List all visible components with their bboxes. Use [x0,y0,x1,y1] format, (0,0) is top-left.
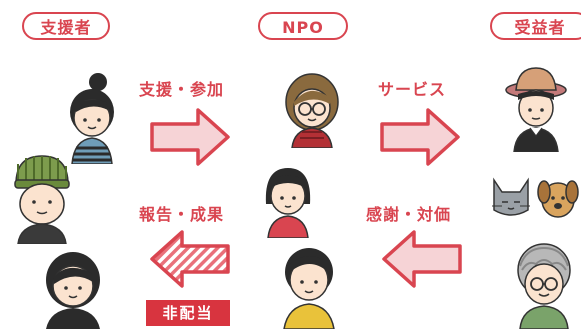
left-arrow-icon [382,230,462,288]
non-distribution-label: 非配当 [162,304,214,322]
flow-label-report: 報告・成果 [139,205,225,224]
supporter-person-beanie-icon [14,155,70,244]
non-distribution-badge: 非配当 [146,300,230,326]
beneficiary-dog-icon [537,180,579,218]
supporter-person-dark-hair-icon [46,252,100,329]
npo-person-short-hair-icon [283,248,335,329]
npo-header: NPO [258,12,348,40]
right-arrow-icon [380,108,460,166]
npo-header-label: NPO [282,18,324,37]
beneficiaries-header: 受益者 [490,12,581,40]
npo-person-glasses-icon [285,73,339,148]
supporters-header-label: 支援者 [40,18,92,37]
supporter-person-bun-icon [70,73,114,164]
beneficiary-elder-icon [517,243,571,329]
flow-label-support: 支援・参加 [139,80,225,99]
beneficiaries-header-label: 受益者 [514,18,566,37]
flow-label-gratitude: 感謝・対価 [366,205,452,224]
beneficiary-cat-icon [492,177,530,216]
right-arrow-icon [150,108,230,166]
supporters-header: 支援者 [22,12,110,40]
npo-person-bob-icon [265,168,311,238]
beneficiary-girl-hat-icon [505,67,567,152]
flow-label-service: サービス [378,80,447,99]
left-arrow-icon [150,230,230,288]
